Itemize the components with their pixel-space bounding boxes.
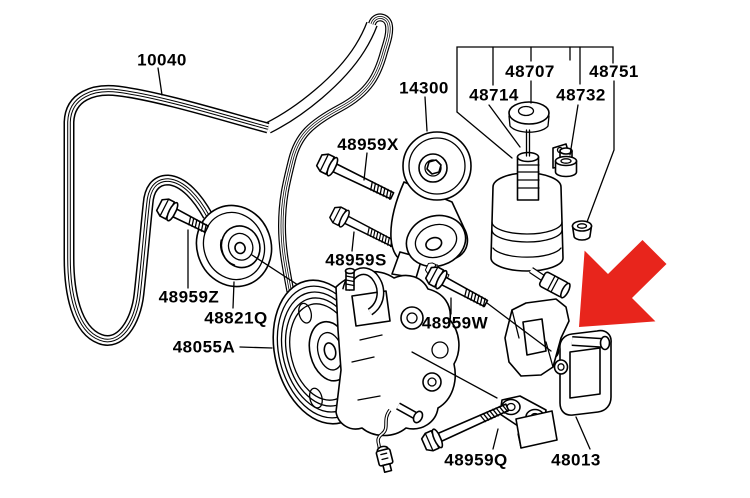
power-steering-pump (272, 267, 460, 474)
bolt-48959s (329, 206, 396, 248)
part-label-14300: 14300 (399, 79, 449, 98)
reservoir-strainer (516, 151, 540, 201)
idler-bolt-axis-line (251, 254, 302, 288)
part-label-48959z: 48959Z (159, 288, 220, 307)
part-label-48959q: 48959Q (444, 451, 508, 470)
reservoir-cap (508, 101, 550, 133)
belt-tensioner (390, 131, 472, 279)
part-label-48959s: 48959S (325, 251, 387, 270)
pump-wire-connector (375, 408, 394, 474)
grommet (554, 147, 578, 178)
part-label-48959w: 48959W (422, 314, 489, 333)
leader-lines (157, 46, 615, 450)
pump-bracket (499, 298, 612, 449)
part-label-48751: 48751 (589, 62, 639, 81)
pump-stud (344, 267, 356, 291)
bolt-48959z (155, 198, 209, 234)
bolt-48959q (420, 403, 510, 452)
part-label-48013: 48013 (551, 451, 601, 470)
part-label-48707: 48707 (505, 62, 555, 81)
part-label-48732: 48732 (556, 86, 606, 105)
reservoir-assembly (490, 101, 571, 299)
part-label-48055a: 48055A (173, 338, 236, 357)
part-label-10040: 10040 (137, 51, 187, 70)
part-label-48959x: 48959X (337, 135, 399, 154)
plug (571, 220, 593, 241)
drive-belt (63, 13, 394, 346)
highlight-arrow-icon (579, 240, 667, 327)
bolt-48959x (315, 153, 395, 200)
bolt-48959w (424, 266, 489, 308)
part-labels: 10040 14300 48707 48751 48714 48732 4895… (137, 51, 639, 470)
idler-pulley (195, 204, 273, 288)
part-label-48714: 48714 (469, 86, 519, 105)
part-label-48821q: 48821Q (204, 309, 268, 328)
